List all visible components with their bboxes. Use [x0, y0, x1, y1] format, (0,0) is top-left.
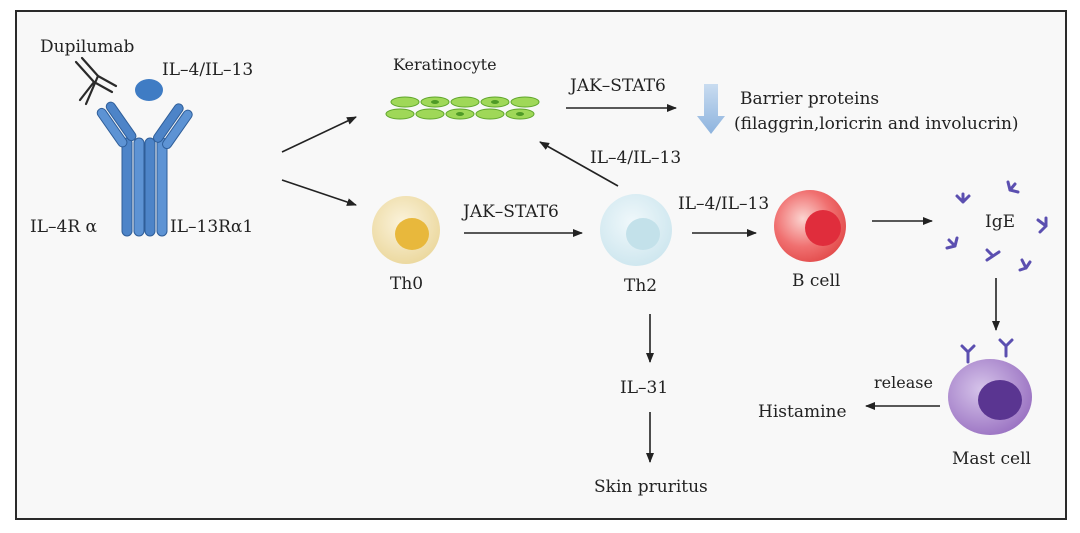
histamine-label: Histamine	[758, 402, 847, 422]
il13r-alpha1-label: IL–13Rα1	[170, 217, 254, 237]
barrier-proteins-label: Barrier proteins	[740, 89, 880, 109]
skin-pruritus-label: Skin pruritus	[594, 477, 708, 497]
il31-label: IL–31	[620, 378, 669, 398]
diagram-frame	[15, 10, 1067, 520]
il4r-il13r-receptor	[96, 101, 193, 237]
ige-label: IgE	[985, 212, 1016, 232]
ige-on-mast-cell-icon	[960, 338, 1014, 364]
barrier-decrease-arrow-icon	[697, 84, 725, 134]
release-label: release	[874, 373, 933, 392]
dupilumab-label: Dupilumab	[40, 37, 135, 57]
arrow-receptor-to-keratinocyte	[281, 116, 357, 153]
dupilumab-antibody-icon	[74, 56, 118, 106]
ige-molecules-icon	[945, 180, 1048, 272]
th0-cell-icon	[372, 196, 440, 264]
b-cell-label: B cell	[792, 271, 841, 291]
mast-cell-icon	[948, 359, 1032, 435]
il4-il13-ligand-label: IL–4/IL–13	[162, 60, 254, 80]
mast-cell-label: Mast cell	[952, 449, 1031, 469]
th2-label: Th2	[624, 276, 658, 296]
keratinocyte-icon	[385, 96, 540, 120]
barrier-proteins-detail-label: (filaggrin,loricrin and involucrin)	[734, 114, 1019, 134]
il4-il13-bcell-label: IL–4/IL–13	[678, 194, 770, 214]
th2-cell-icon	[600, 194, 672, 266]
jak-stat6-mid-label: JAK–STAT6	[463, 202, 559, 222]
keratinocyte-label: Keratinocyte	[393, 55, 497, 74]
il4r-alpha-label: IL–4R α	[30, 217, 98, 237]
il4-il13-ligand-icon	[135, 79, 163, 101]
th0-label: Th0	[390, 274, 424, 294]
arrow-receptor-to-th0	[281, 179, 357, 206]
jak-stat6-top-label: JAK–STAT6	[570, 76, 666, 96]
il4-il13-keratinocyte-label: IL–4/IL–13	[590, 148, 682, 168]
arrow-th2-to-keratinocyte	[539, 141, 619, 187]
b-cell-icon	[774, 190, 846, 262]
